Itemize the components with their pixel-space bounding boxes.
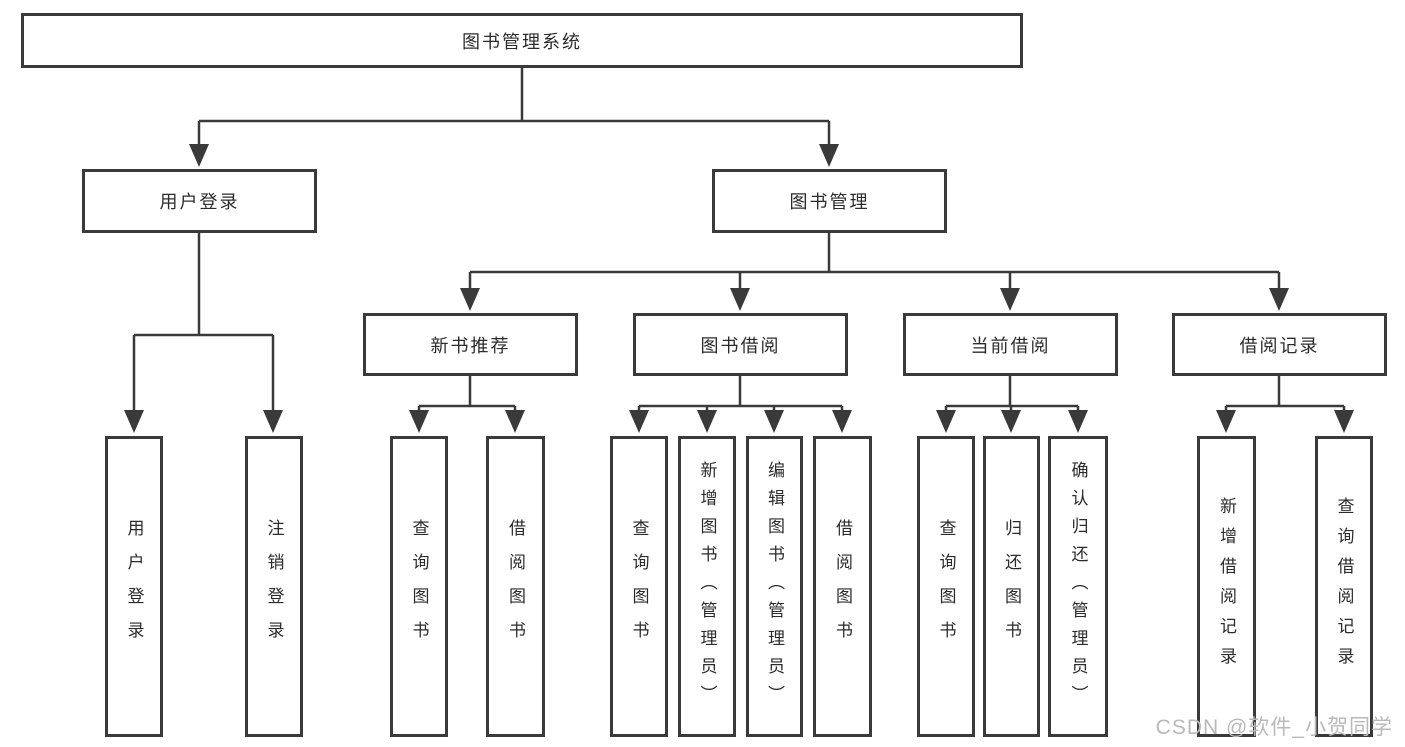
leaf-records-query-borrow-record: 查询借阅记录 bbox=[1315, 436, 1373, 737]
arrow-down-icon bbox=[1269, 288, 1289, 311]
arrow-down-icon bbox=[697, 410, 717, 433]
arrow-down-icon bbox=[1334, 410, 1354, 433]
leaf-current-query-book: 查询图书 bbox=[917, 436, 975, 737]
arrow-down-icon bbox=[629, 410, 649, 433]
leaf-borrow-query-book: 查询图书 bbox=[610, 436, 668, 737]
leaf-borrow-edit-book-admin: 编辑图书（管理员） bbox=[746, 436, 803, 737]
arrow-down-icon bbox=[819, 144, 839, 167]
node-book-borrowing: 图书借阅 bbox=[633, 313, 848, 376]
arrow-down-icon bbox=[263, 410, 283, 433]
leaf-borrow-borrow-book: 借阅图书 bbox=[813, 436, 872, 737]
leaf-current-confirm-return-admin: 确认归还（管理员） bbox=[1048, 436, 1108, 737]
leaf-current-return-book: 归还图书 bbox=[983, 436, 1040, 737]
leaf-recommend-query-book: 查询图书 bbox=[390, 436, 448, 737]
leaf-records-add-borrow-record: 新增借阅记录 bbox=[1197, 436, 1256, 737]
csdn-watermark: CSDN @软件_小贺同学 bbox=[1155, 716, 1393, 739]
node-root-library-management-system: 图书管理系统 bbox=[21, 13, 1023, 68]
leaf-logout: 注销登录 bbox=[245, 436, 303, 737]
node-current-borrowing: 当前借阅 bbox=[903, 313, 1118, 376]
arrow-down-icon bbox=[730, 288, 750, 311]
node-book-management: 图书管理 bbox=[712, 169, 947, 233]
leaf-borrow-add-book-admin: 新增图书（管理员） bbox=[678, 436, 736, 737]
arrow-down-icon bbox=[460, 288, 480, 311]
arrow-down-icon bbox=[505, 410, 525, 433]
arrow-down-icon bbox=[1216, 410, 1236, 433]
arrow-down-icon bbox=[1068, 410, 1088, 433]
leaf-user-login: 用户登录 bbox=[105, 436, 163, 737]
arrow-down-icon bbox=[124, 410, 144, 433]
arrow-down-icon bbox=[1001, 410, 1021, 433]
node-new-book-recommendation: 新书推荐 bbox=[363, 313, 578, 376]
arrow-down-icon bbox=[832, 410, 852, 433]
leaf-recommend-borrow-book: 借阅图书 bbox=[486, 436, 545, 737]
arrow-down-icon bbox=[936, 410, 956, 433]
node-borrowing-records: 借阅记录 bbox=[1172, 313, 1387, 376]
arrow-down-icon bbox=[1000, 288, 1020, 311]
arrow-down-icon bbox=[189, 144, 209, 167]
arrowheads bbox=[124, 144, 1354, 433]
arrow-down-icon bbox=[764, 410, 784, 433]
arrow-down-icon bbox=[409, 410, 429, 433]
node-user-login: 用户登录 bbox=[82, 169, 317, 233]
